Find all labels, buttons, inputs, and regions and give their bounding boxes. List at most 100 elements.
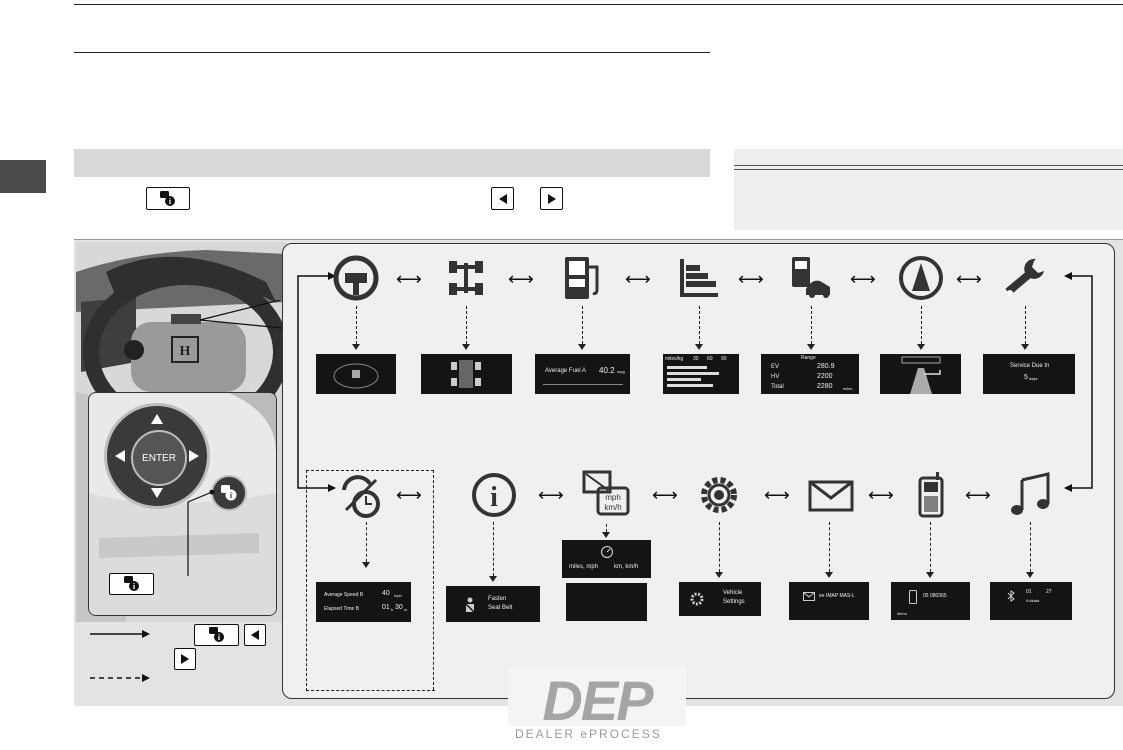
legend-left-key-icon [244, 624, 266, 646]
phone-text: 05 080365 [923, 593, 947, 599]
trip-time-hours: 01 [382, 604, 390, 611]
dashed-connector [1025, 306, 1026, 344]
range-ev-label: EV [771, 364, 780, 370]
screen-energy-range: Range EV 280.9 HV 2200 Total 2280 miles [761, 354, 859, 394]
audio-music-icon [1011, 472, 1050, 515]
seatbelt-line1: Fasten [488, 596, 507, 602]
legend-dashed-arrow [90, 674, 150, 682]
trip-time-h-unit: h [391, 607, 394, 612]
history-units: miles/kg [665, 356, 684, 362]
units-left: miles, mph [569, 564, 599, 570]
screen-trip-history: miles/kg 30 60 90 [663, 354, 739, 394]
dashed-connector-head [362, 562, 370, 568]
fuel-label: Average Fuel A [545, 368, 586, 374]
safety-support-icon [333, 255, 379, 301]
message-envelope-icon [808, 480, 854, 512]
dashed-connector [466, 306, 467, 344]
dashed-connector [829, 522, 830, 572]
screen-safety-support [316, 354, 396, 394]
svg-text:DEP: DEP [542, 669, 654, 732]
svg-text:i: i [490, 482, 498, 513]
left-arrow-icon[interactable] [115, 450, 125, 462]
screen-maintenance: Service Due In 5 days [983, 354, 1075, 394]
screen-seatbelt-warning: Fasten Seat Belt [446, 586, 540, 622]
dashed-connector-head [825, 572, 833, 578]
range-hv-value: 2200 [817, 373, 833, 380]
svg-text:i: i [132, 582, 135, 591]
range-total-label: Total [771, 384, 784, 390]
screen-messages: ee IMAP MAS-L [789, 582, 869, 620]
svg-text:km/h: km/h [604, 503, 621, 512]
settings-line2: Settings [723, 599, 745, 605]
maintenance-wrench-icon [1005, 258, 1044, 296]
dashed-connector [811, 306, 812, 344]
cycle-arrow: ⟷ [508, 269, 534, 289]
dashed-connector [493, 522, 494, 576]
seatbelt-icon [465, 597, 475, 613]
phone-icon [918, 472, 944, 518]
range-total-value: 2280 [817, 383, 833, 390]
service-value: 5 [1024, 374, 1028, 381]
svg-text:mph: mph [605, 493, 621, 502]
dashed-connector [699, 306, 700, 344]
direction-pad[interactable]: ENTER [104, 403, 210, 509]
up-arrow-icon[interactable] [151, 414, 163, 424]
envelope-small-icon [803, 592, 815, 601]
settings-line1: Vehicle [723, 590, 743, 596]
cycle-arrow: ⟷ [738, 269, 764, 289]
dashed-connector-head [602, 532, 610, 538]
all-wheel-drive-icon [449, 261, 483, 295]
history-tick-2: 60 [707, 356, 713, 362]
dashed-connector-head [715, 572, 723, 578]
info-button-label-icon: i [109, 573, 154, 595]
cycle-arrow: ⟷ [396, 485, 422, 505]
cycle-arrow: ⟷ [764, 485, 790, 505]
cycle-arrow: ⟷ [965, 485, 991, 505]
cycle-loop-lines [297, 272, 1093, 492]
screen-fuel-economy: Average Fuel A 40.2 mpg [535, 354, 630, 394]
dashed-connector-head [462, 344, 470, 350]
svg-text:H: H [180, 344, 191, 359]
screen-phone: 05 080365 Menu [891, 582, 970, 620]
screen-audio: 01 27 Kolkata [990, 582, 1072, 620]
screen-blank [566, 583, 647, 621]
trip-time-label: Elapsed Time B [324, 606, 360, 612]
speedometer-icon [601, 546, 613, 558]
cycle-arrow: ⟷ [625, 269, 651, 289]
right-arrow-icon[interactable] [189, 450, 199, 462]
info-button[interactable]: i [211, 475, 247, 511]
svg-text:i: i [169, 197, 172, 206]
down-arrow-icon[interactable] [151, 488, 163, 498]
svg-text:i: i [217, 633, 220, 642]
service-title: Service Due In [1010, 363, 1050, 369]
legend-right-key-icon [174, 648, 196, 670]
audio-time: 27 [1046, 589, 1052, 595]
range-hv-label: HV [771, 374, 780, 380]
trip-time-minutes: 30 [395, 604, 403, 611]
dashed-connector-head [352, 344, 360, 350]
audio-track: 01 [1026, 589, 1032, 595]
section-header-bar [74, 149, 710, 177]
dashed-connector-head [807, 344, 815, 350]
service-unit: days [1029, 376, 1038, 381]
dashed-connector [1030, 522, 1031, 572]
dashed-connector-head [489, 576, 497, 582]
range-unit: miles [843, 386, 853, 391]
cycle-arrow: ⟷ [538, 485, 564, 505]
display-cycle-panel [282, 243, 1115, 699]
history-tick-1: 30 [693, 356, 699, 362]
trip-speed-label: Average Speed B [324, 592, 364, 598]
screen-trip-meter: Average Speed B 40 mph Elapsed Time B 01… [316, 582, 411, 622]
navigation-icon [899, 256, 943, 300]
enter-button-label: ENTER [142, 452, 176, 464]
dashed-connector-head [926, 572, 934, 578]
dashed-connector [921, 306, 922, 344]
energy-range-icon [792, 257, 830, 298]
trip-meter-icon [342, 475, 380, 518]
dashed-connector [719, 522, 720, 572]
enter-button[interactable]: ENTER [131, 430, 187, 486]
legend-info-key-icon: i [194, 624, 239, 646]
dashed-connector-head [695, 344, 703, 350]
cycle-arrow: ⟷ [850, 269, 876, 289]
